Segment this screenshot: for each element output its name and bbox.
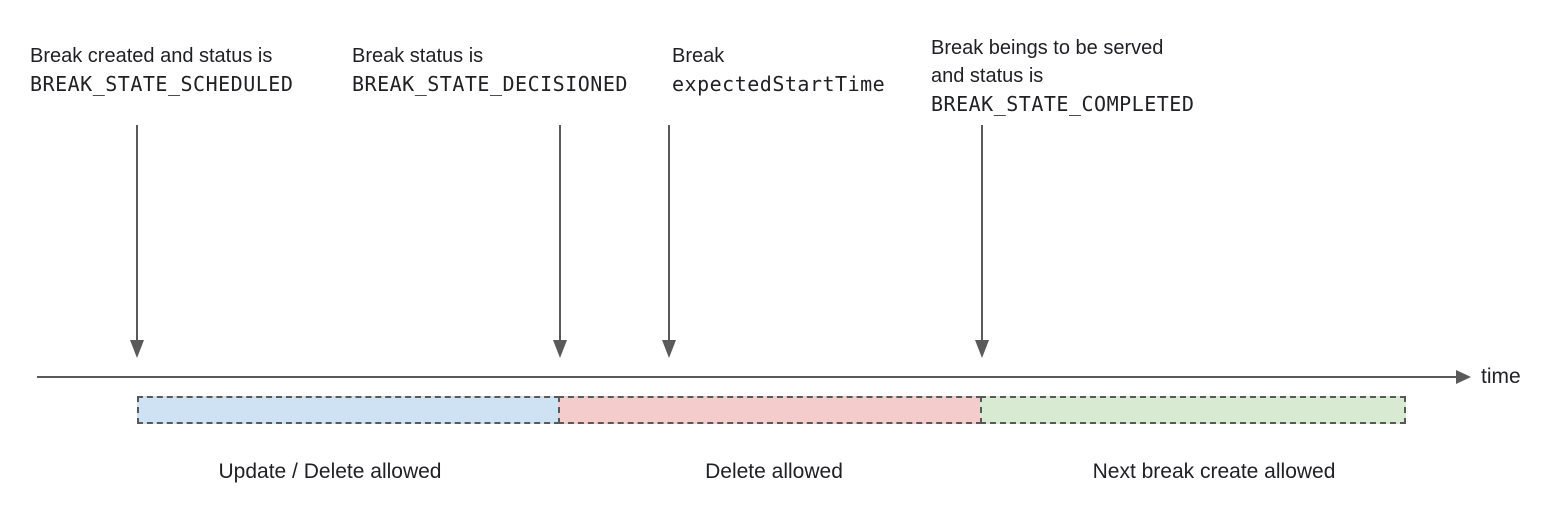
timeline-axis: [37, 376, 1458, 378]
annotation-break-decisioned: Break status is BREAK_STATE_DECISIONED: [352, 42, 628, 98]
arrow-head: [553, 340, 567, 358]
arrow-head: [130, 340, 144, 358]
annotation-text: and status is: [931, 65, 1044, 87]
segment-label-delete: Delete allowed: [705, 460, 843, 483]
annotation-text: Break beings to be served: [931, 37, 1164, 59]
annotation-text: Break created and status is: [30, 45, 273, 67]
timeline-arrowhead-icon: [1456, 370, 1471, 384]
segment-label-next-break: Next break create allowed: [1092, 460, 1336, 483]
arrow-shaft: [136, 125, 138, 341]
annotation-expected-start-time: Break expectedStartTime: [672, 42, 885, 98]
arrow-shaft: [668, 125, 670, 341]
arrow-shaft: [559, 125, 561, 341]
arrow-down-icon: [130, 125, 144, 358]
annotation-text: Break status is: [352, 45, 484, 67]
segment-update-delete-allowed: [137, 396, 560, 424]
segment-label-update-delete: Update / Delete allowed: [218, 460, 442, 483]
arrow-head: [975, 340, 989, 358]
annotation-break-scheduled: Break created and status is BREAK_STATE_…: [30, 42, 293, 98]
annotation-code: BREAK_STATE_COMPLETED: [931, 92, 1195, 116]
annotation-break-completed: Break beings to be served and status is …: [931, 34, 1194, 118]
annotation-code: BREAK_STATE_DECISIONED: [352, 72, 628, 96]
annotation-code: expectedStartTime: [672, 72, 886, 96]
arrow-down-icon: [553, 125, 567, 358]
timeline-axis-label: time: [1481, 365, 1521, 388]
segment-delete-allowed: [558, 396, 982, 424]
annotation-text: Break: [672, 45, 725, 67]
arrow-down-icon: [662, 125, 676, 358]
arrow-down-icon: [975, 125, 989, 358]
annotation-code: BREAK_STATE_SCHEDULED: [30, 72, 294, 96]
arrow-head: [662, 340, 676, 358]
arrow-shaft: [981, 125, 983, 341]
segment-next-break-create-allowed: [980, 396, 1406, 424]
